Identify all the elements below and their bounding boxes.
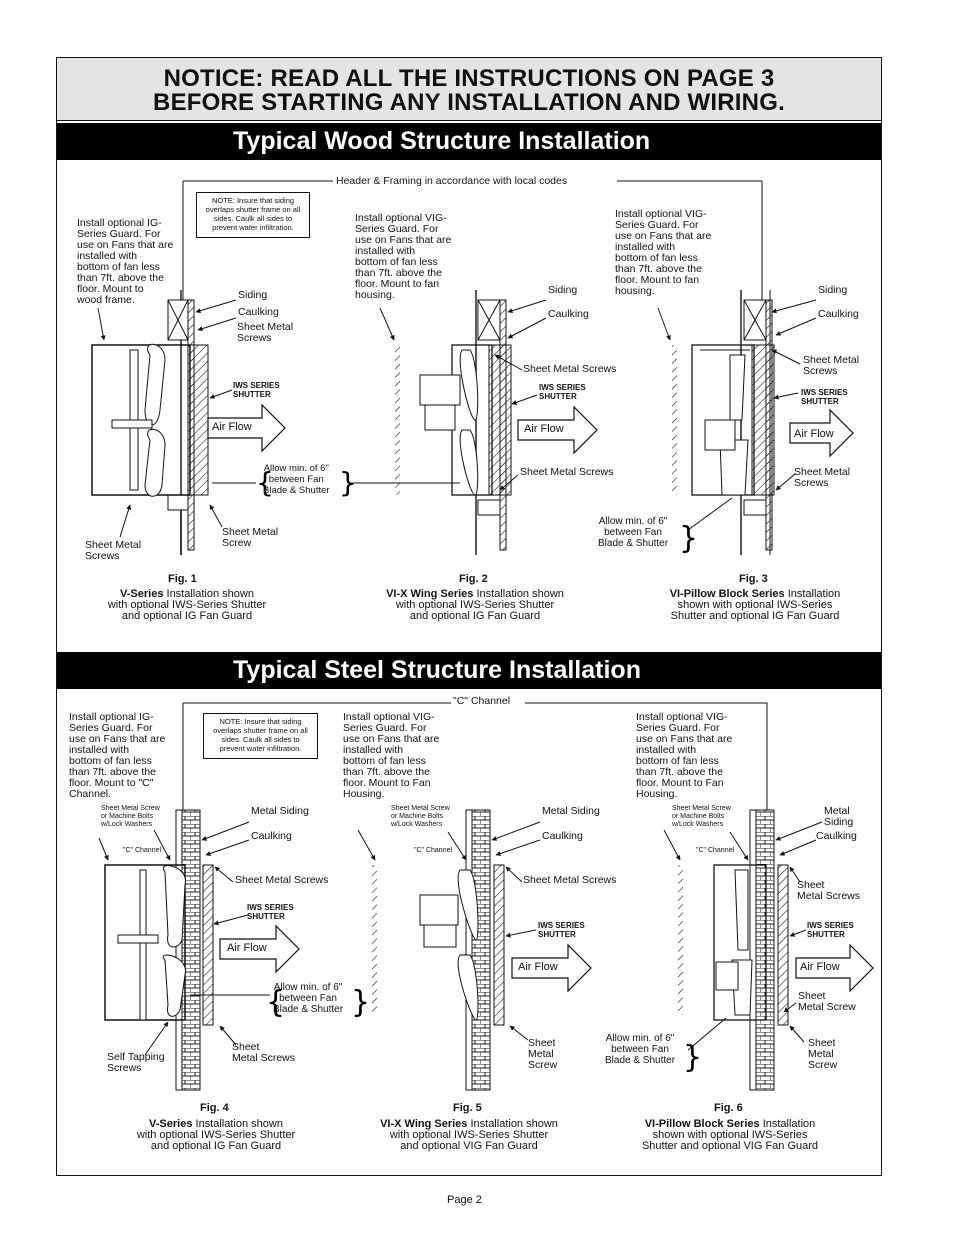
- fig4-siding-label: Metal Siding: [251, 805, 309, 817]
- svg-text:}: }: [351, 985, 370, 1020]
- fig3-siding-label: Siding: [818, 284, 848, 296]
- notice-line-1: NOTICE: READ ALL THE INSTRUCTIONS ON PAG…: [163, 65, 775, 92]
- fig1-caption: V-Series Installation shown: [120, 588, 254, 600]
- fig6-machine-label: Sheet Metal Screw or Machine Bolts w/Loc…: [672, 805, 731, 828]
- fig4-allow-label: Allow min. of 6" between Fan Blade & Shu…: [273, 982, 344, 1015]
- fig2-sms-top-label: Sheet Metal Screws: [523, 363, 617, 375]
- page-number: Page 2: [447, 1194, 482, 1206]
- fig5-caption-2: with optional IWS-Series Shutter and opt…: [389, 1129, 549, 1152]
- fig2-caulking-label: Caulking: [548, 308, 589, 320]
- header-framing-label: Header & Framing in accordance with loca…: [336, 175, 568, 187]
- fig6-number: Fig. 6: [714, 1102, 743, 1114]
- fig1-diagram: [91, 290, 460, 555]
- fig1-caulking-label: Caulking: [238, 306, 279, 318]
- fig6-caption: VI-Pillow Block Series Installation: [644, 1118, 816, 1130]
- fig6-sms-label: Sheet Metal Screws: [797, 879, 861, 902]
- page-frame: NOTICE: READ ALL THE INSTRUCTIONS ON PAG…: [56, 57, 882, 1176]
- fig6-airflow-label: Air Flow: [800, 961, 840, 973]
- notice-line-2: BEFORE STARTING ANY INSTALLATION AND WIR…: [153, 89, 785, 116]
- fig4-caulking-label: Caulking: [251, 830, 292, 842]
- fig1-sms-label: Sheet Metal Screws: [237, 321, 294, 344]
- fig1-caption-2: with optional IWS-Series Shutter and opt…: [107, 599, 267, 622]
- fig3-number: Fig. 3: [739, 573, 768, 585]
- fig2-sms-bottom-label: Sheet Metal Screws: [520, 466, 614, 478]
- fig1-shutter-label: IWS SERIES SHUTTER: [233, 381, 280, 399]
- fig2-diagram: [379, 290, 598, 555]
- fig3-caption-2: shown with optional IWS-Series Shutter a…: [670, 599, 840, 622]
- fig1-guard-label: Install optional IG- Series Guard. For u…: [77, 217, 174, 306]
- fig6-sms-mid-label: Sheet Metal Screw: [798, 990, 856, 1013]
- fig2-guard-label: Install optional VIG- Series Guard. For …: [355, 212, 452, 301]
- fig4-airflow-label: Air Flow: [227, 942, 267, 954]
- fig3-sms-bottom-label: Sheet Metal Screws: [794, 466, 851, 489]
- svg-text:{: {: [266, 985, 285, 1020]
- notice-box: NOTICE: READ ALL THE INSTRUCTIONS ON PAG…: [57, 58, 881, 121]
- fig4-machine-label: Sheet Metal Screw or Machine Bolts w/Loc…: [101, 805, 160, 828]
- fig4-number: Fig. 4: [200, 1102, 229, 1114]
- fig3-caulking-label: Caulking: [818, 308, 859, 320]
- fig2-caption-2: with optional IWS-Series Shutter and opt…: [395, 599, 555, 622]
- fig5-caulking-label: Caulking: [542, 830, 583, 842]
- fig3-caption: VI-Pillow Block Series Installation: [669, 588, 841, 600]
- c-channel-label: "C" Channel: [453, 695, 511, 707]
- fig6-caption-2: shown with optional IWS-Series Shutter a…: [641, 1129, 819, 1152]
- fig1-bottom-left-label: Sheet Metal Screws: [85, 539, 142, 562]
- fig3-sms-top-label: Sheet Metal Screws: [803, 354, 860, 377]
- fig6-caulking-label: Caulking: [816, 830, 857, 842]
- fig5-cchannel-label: "C" Channel: [414, 847, 453, 854]
- fig5-caption: VI-X Wing Series Installation shown: [380, 1118, 558, 1130]
- fig3-allow-label: Allow min. of 6" between Fan Blade & Shu…: [598, 516, 669, 549]
- fig4-self-tap-label: Self Tapping Screws: [107, 1051, 165, 1074]
- fig1-number: Fig. 1: [168, 573, 197, 585]
- svg-text:{: {: [256, 466, 274, 499]
- fig6-siding-label: Metal Siding: [824, 805, 854, 828]
- fig5-diagram: [357, 809, 592, 1091]
- fig4-sms-label: Sheet Metal Screws: [235, 874, 329, 886]
- fig1-allow-label: Allow min. of 6" between Fan Blade & Shu…: [263, 463, 330, 496]
- fig3-guard-label: Install optional VIG- Series Guard. For …: [615, 208, 712, 297]
- fig2-number: Fig. 2: [459, 573, 488, 585]
- wood-siding-note: NOTE: Insure that siding overlaps shutte…: [196, 192, 310, 238]
- fig3-shutter-label: IWS SERIES SHUTTER: [801, 388, 848, 406]
- fig4-shutter-label: IWS SERIES SHUTTER: [247, 903, 294, 921]
- fig1-airflow-label: Air Flow: [212, 421, 252, 433]
- fig5-machine-label: Sheet Metal Screw or Machine Bolts w/Loc…: [391, 805, 450, 828]
- fig5-sms-label: Sheet Metal Screws: [523, 874, 617, 886]
- fig2-shutter-label: IWS SERIES SHUTTER: [539, 383, 586, 401]
- svg-text:}: }: [339, 466, 357, 499]
- fig5-sms-bottom-label: Sheet Metal Screw: [528, 1037, 558, 1071]
- fig6-shutter-label: IWS SERIES SHUTTER: [807, 921, 854, 939]
- fig6-guard-label: Install optional VIG- Series Guard. For …: [636, 711, 733, 800]
- fig5-guard-label: Install optional VIG- Series Guard. For …: [343, 711, 440, 800]
- fig2-siding-label: Siding: [548, 284, 578, 296]
- fig1-bottom-right-label: Sheet Metal Screw: [222, 526, 279, 549]
- fig5-number: Fig. 5: [453, 1102, 482, 1114]
- svg-text:}: }: [683, 1040, 702, 1075]
- fig6-diagram: [663, 809, 874, 1091]
- fig4-cchannel-label: "C" Channel: [123, 847, 162, 854]
- fig4-caption-2: with optional IWS-Series Shutter and opt…: [136, 1129, 296, 1152]
- fig3-airflow-label: Air Flow: [794, 428, 834, 440]
- fig6-sms-bottom-label: Sheet Metal Screw: [808, 1037, 838, 1071]
- fig5-shutter-label: IWS SERIES SHUTTER: [538, 921, 585, 939]
- steel-section-title: Typical Steel Structure Installation: [57, 652, 881, 689]
- fig6-cchannel-label: "C" Channel: [696, 847, 735, 854]
- fig2-caption: VI-X Wing Series Installation shown: [386, 588, 564, 600]
- fig4-guard-label: Install optional IG- Series Guard. For u…: [69, 711, 166, 800]
- steel-siding-note: NOTE: Insure that siding overlaps shutte…: [203, 713, 318, 759]
- fig1-siding-label: Siding: [238, 289, 268, 301]
- fig4-caption: V-Series Installation shown: [149, 1118, 283, 1130]
- svg-text:}: }: [679, 521, 698, 556]
- fig2-airflow-label: Air Flow: [524, 423, 564, 435]
- fig5-siding-label: Metal Siding: [542, 805, 600, 817]
- fig6-allow-label: Allow min. of 6" between Fan Blade & Shu…: [605, 1033, 676, 1066]
- fig5-airflow-label: Air Flow: [518, 961, 558, 973]
- fig4-diagram: [98, 809, 300, 1091]
- wood-section-title: Typical Wood Structure Installation: [57, 123, 881, 160]
- fig3-diagram: [657, 290, 854, 555]
- fig4-sms-bottom-label: Sheet Metal Screws: [232, 1041, 296, 1064]
